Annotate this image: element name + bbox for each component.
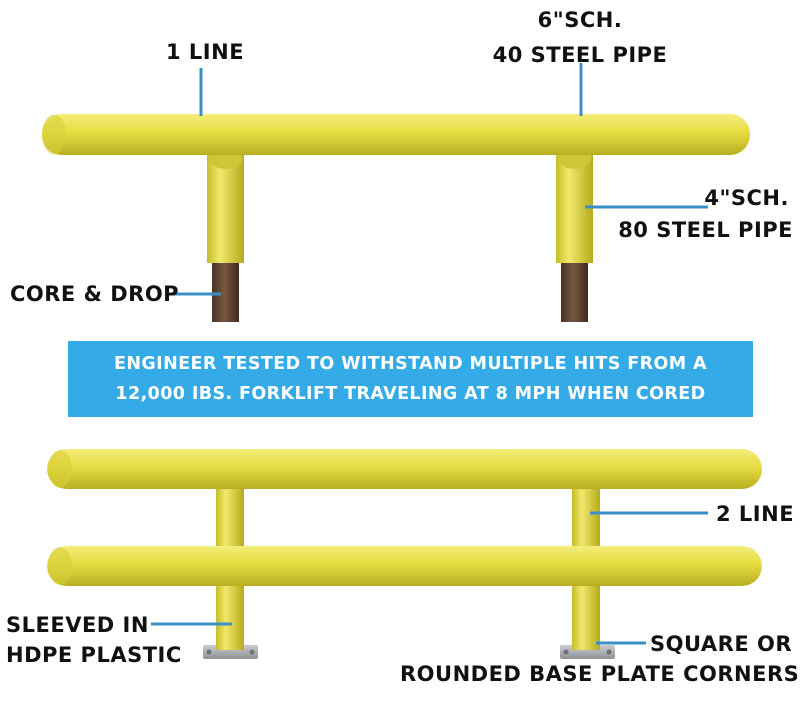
core-right [561,260,588,322]
rail-upper [47,449,762,489]
label-4in-line2: 80 STEEL PIPE [618,218,793,242]
two-line-guardrail [47,449,762,659]
core-left [212,260,239,322]
rail-lower-end [48,547,72,585]
label-4in-line1: 4"SCH. [704,186,789,210]
label-sleeved-line2: HDPE PLASTIC [6,643,182,667]
top-rail-end-left [42,114,66,155]
rail-upper-end [48,450,72,488]
label-6in-line1: 6"SCH. [537,8,623,32]
banner-line2: 12,000 IBS. FORKLIFT TRAVELING AT 8 MPH … [115,384,706,404]
label-base-plate-corners: SQUARE OR ROUNDED BASE PLATE CORNERS [400,631,800,687]
top-rail-6in [42,114,750,155]
label-base-line1: SQUARE OR [650,632,792,656]
rail-lower [47,546,762,586]
label-4in-steel-pipe: 4"SCH. 80 STEEL PIPE [618,185,793,243]
label-base-line2: ROUNDED BASE PLATE CORNERS [400,662,800,686]
label-one-line-text: 1 LINE [166,40,245,64]
label-core-drop: CORE & DROP [10,281,179,307]
label-one-line: 1 LINE [166,39,244,65]
bolt [249,649,255,655]
bolt [606,649,612,655]
label-sleeved-line1: SLEEVED IN [6,613,149,637]
bolt [563,649,569,655]
label-sleeved-hdpe: SLEEVED IN HDPE PLASTIC [6,612,182,668]
one-line-guardrail [42,114,750,322]
engineer-tested-banner: ENGINEER TESTED TO WITHSTAND MULTIPLE HI… [68,341,753,417]
label-6in-line2: 40 STEEL PIPE [492,43,668,67]
label-core-drop-text: CORE & DROP [10,282,180,306]
label-two-line: 2 LINE [716,501,794,527]
label-two-line-text: 2 LINE [716,502,795,526]
banner-line1: ENGINEER TESTED TO WITHSTAND MULTIPLE HI… [114,354,707,374]
label-6in-steel-pipe: 6"SCH. 40 STEEL PIPE [490,7,670,68]
bolt [206,649,212,655]
callout-lines [151,63,708,645]
